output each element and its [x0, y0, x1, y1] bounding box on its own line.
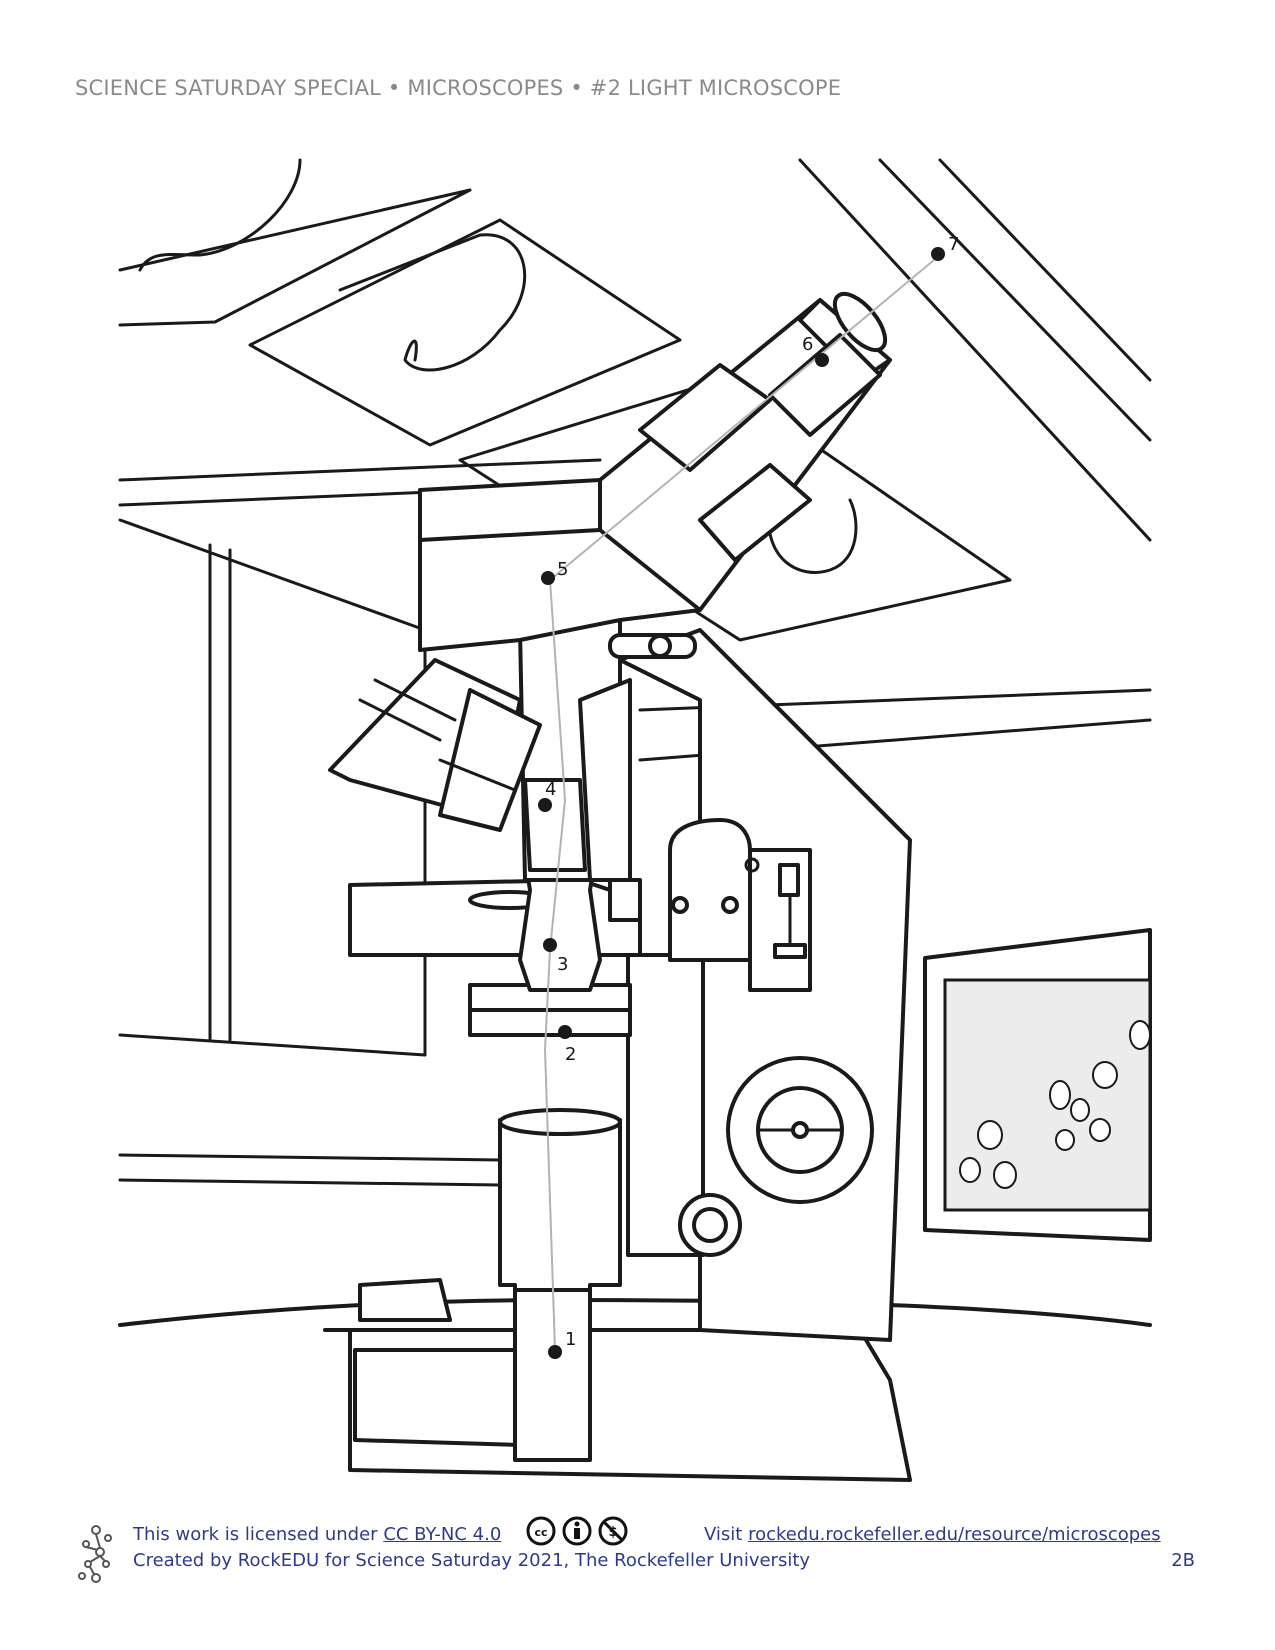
- microscope: [323, 291, 912, 1482]
- callout-dot-6: [815, 353, 829, 367]
- license-prefix: This work is licensed under: [133, 1524, 384, 1545]
- callout-number-5: 5: [557, 559, 568, 580]
- light-path: [543, 254, 941, 1351]
- cc-icon: [526, 1516, 556, 1546]
- visit-prefix: Visit: [704, 1524, 749, 1545]
- specimen-cells: [959, 1020, 1151, 1189]
- callout-dot-2: [558, 1025, 572, 1039]
- callout-dot-3: [543, 938, 557, 952]
- cc-license-icons: cc $: [526, 1516, 628, 1546]
- callout-dot-4: [538, 798, 552, 812]
- rockedu-logo-icon: [78, 1525, 112, 1583]
- callout-markers: 1 2 3 4 5 6 7: [538, 234, 959, 1359]
- callout-dot-7: [931, 247, 945, 261]
- ceiling-lights: [118, 158, 1152, 642]
- credit-line: Created by RockEDU for Science Saturday …: [133, 1550, 811, 1571]
- callout-dot-5: [541, 571, 555, 585]
- page-header: SCIENCE SATURDAY SPECIAL • MICROSCOPES •…: [75, 76, 842, 100]
- callout-number-4: 4: [545, 779, 556, 800]
- callout-number-3: 3: [557, 954, 568, 975]
- visit-line: Visit rockedu.rockefeller.edu/resource/m…: [704, 1524, 1161, 1545]
- svg-text:cc: cc: [534, 1526, 547, 1539]
- callout-number-2: 2: [565, 1044, 576, 1065]
- resource-link[interactable]: rockedu.rockefeller.edu/resource/microsc…: [748, 1524, 1161, 1545]
- svg-text:$: $: [608, 1525, 617, 1540]
- callout-dot-1: [548, 1345, 562, 1359]
- attribution-icon: [562, 1516, 592, 1546]
- license-line: This work is licensed under CC BY-NC 4.0: [133, 1524, 501, 1545]
- license-link[interactable]: CC BY-NC 4.0: [383, 1524, 502, 1545]
- callout-number-1: 1: [565, 1329, 576, 1350]
- callout-number-6: 6: [802, 334, 813, 355]
- noncommercial-icon: [598, 1516, 628, 1546]
- page-footer: This work is licensed under CC BY-NC 4.0…: [0, 1510, 1275, 1590]
- page-number: 2B: [1171, 1550, 1195, 1571]
- callout-number-7: 7: [948, 234, 959, 255]
